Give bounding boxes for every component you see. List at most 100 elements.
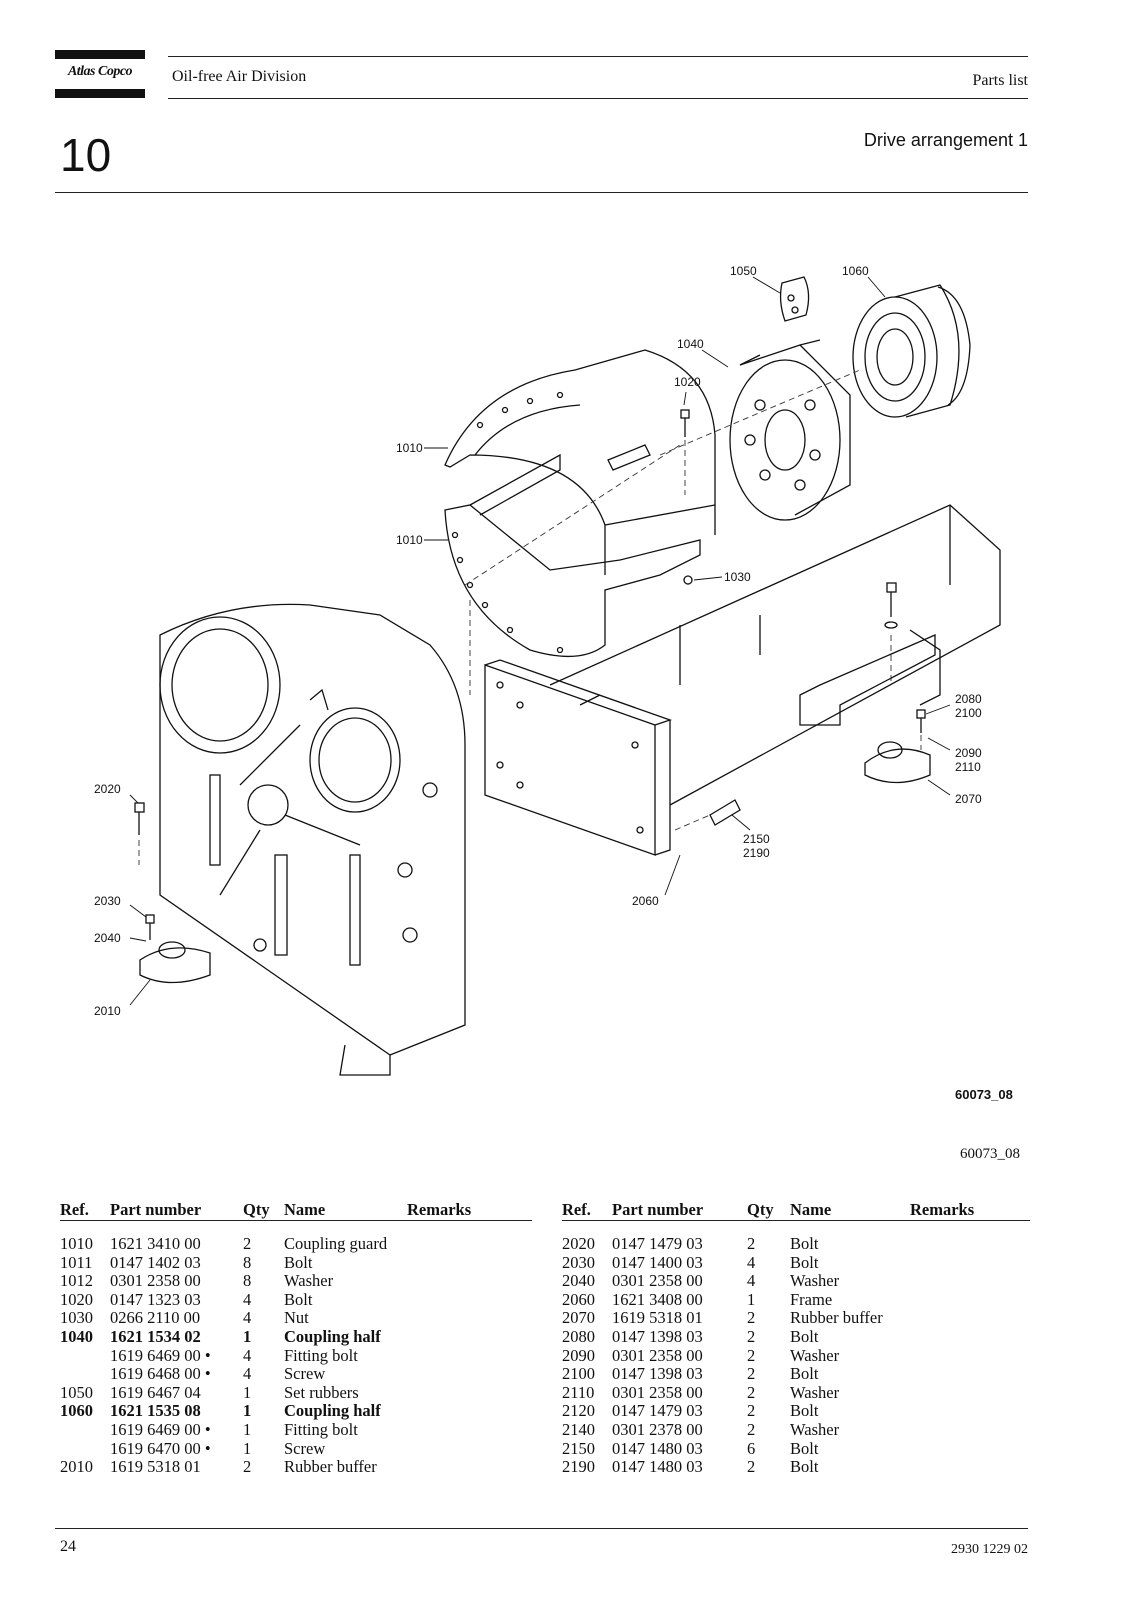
table-gap <box>60 1221 532 1236</box>
cell-part-number: 0301 2358 00 <box>110 1271 201 1291</box>
cell-qty: 1 <box>747 1289 756 1309</box>
cell-remarks <box>407 1328 532 1347</box>
cell-remarks <box>910 1254 1030 1273</box>
cell-qty: 2 <box>747 1326 756 1346</box>
logo-text: Atlas Copco <box>67 64 133 79</box>
table-gap <box>562 1221 1030 1236</box>
cell-qty: 4 <box>243 1364 252 1384</box>
col-part-number: Part number <box>110 1196 243 1221</box>
cell-name: Coupling guard <box>284 1234 388 1253</box>
cell-remarks <box>407 1347 532 1366</box>
gear-casing <box>159 603 466 1076</box>
cell-qty: 2 <box>747 1345 756 1365</box>
cell-ref: 1060 <box>60 1401 93 1421</box>
col-qty: Qty <box>243 1196 284 1221</box>
cell-qty: 2 <box>747 1457 756 1477</box>
cell-part-number: 0147 1480 03 <box>612 1438 703 1458</box>
drawing-number: 60073_08 <box>955 1087 1013 1102</box>
cell-name: Fitting bolt <box>284 1345 358 1365</box>
cell-part-number: 1619 5318 01 <box>612 1308 703 1328</box>
callout-2150: 2150 <box>743 832 770 846</box>
cell-qty: 2 <box>243 1457 252 1477</box>
exploded-parts-drawing: 1050 1060 1040 1020 1010 1010 1030 2080 … <box>94 264 1001 1076</box>
cell-remarks <box>407 1254 532 1273</box>
col-part-number: Part number <box>612 1196 747 1221</box>
cell-qty: 1 <box>243 1401 252 1421</box>
cell-qty: 2 <box>747 1364 756 1384</box>
callout-2090: 2090 <box>955 746 982 760</box>
cell-name: Nut <box>284 1308 309 1328</box>
cell-remarks <box>407 1235 532 1254</box>
callout-2070: 2070 <box>955 792 982 806</box>
chapter-number: 10 <box>60 129 112 181</box>
header-rule-bottom <box>168 98 1028 99</box>
cell-name: Bolt <box>790 1252 819 1272</box>
cell-remarks <box>407 1365 532 1384</box>
cell-name: Coupling half <box>284 1401 381 1421</box>
division-name: Oil-free Air Division <box>172 68 307 85</box>
cell-qty: 4 <box>243 1345 252 1365</box>
cell-name: Bolt <box>790 1326 819 1346</box>
cell-qty: 4 <box>243 1289 252 1309</box>
cell-ref: 1040 <box>60 1326 93 1346</box>
rubber-buffer-2010 <box>139 941 211 984</box>
cell-remarks <box>407 1309 532 1328</box>
cell-name: Coupling half <box>284 1326 381 1346</box>
table-row: 1040 1621 1534 02 1 Coupling half <box>60 1326 532 1347</box>
cell-part-number: 1619 6468 00 • <box>110 1364 211 1384</box>
callout-2010: 2010 <box>94 1004 121 1018</box>
callout-1050: 1050 <box>730 264 757 278</box>
bolt-2100 <box>916 709 926 733</box>
cell-qty: 4 <box>243 1308 252 1328</box>
cell-part-number: 1621 1534 02 <box>110 1326 201 1346</box>
cell-qty: 4 <box>747 1252 756 1272</box>
cell-qty: 1 <box>243 1419 252 1439</box>
logo-bar-top <box>55 50 145 59</box>
cell-qty: 4 <box>747 1271 756 1291</box>
cell-qty: 1 <box>243 1326 252 1346</box>
title-rule <box>55 192 1028 193</box>
cell-name: Washer <box>284 1271 334 1291</box>
bolt-1011 <box>607 444 651 471</box>
cell-qty: 1 <box>243 1382 252 1402</box>
bolt-2080 <box>884 582 898 629</box>
cell-remarks <box>910 1235 1030 1254</box>
cell-part-number: 1621 3410 00 <box>110 1234 201 1253</box>
cell-ref: 1030 <box>60 1308 93 1328</box>
cell-ref: 1011 <box>60 1252 93 1272</box>
cell-qty: 8 <box>243 1252 252 1272</box>
cell-part-number: 0301 2358 00 <box>612 1382 703 1402</box>
cell-part-number: 0266 2110 00 <box>110 1308 201 1328</box>
callout-2190: 2190 <box>743 846 770 860</box>
cell-ref: 2100 <box>562 1364 595 1384</box>
coupling-guard-lower <box>444 453 701 658</box>
cell-name: Screw <box>284 1364 326 1384</box>
col-remarks: Remarks <box>407 1196 532 1221</box>
cell-name: Washer <box>790 1345 840 1365</box>
bolt-2020 <box>134 802 145 835</box>
cell-part-number: 1619 6467 04 <box>110 1382 201 1402</box>
cell-remarks <box>407 1272 532 1291</box>
cell-remarks <box>407 1421 532 1440</box>
rubber-buffer-2070 <box>864 741 931 784</box>
cell-part-number: 0147 1402 03 <box>110 1252 201 1272</box>
cell-name: Bolt <box>790 1364 819 1384</box>
cell-remarks <box>407 1402 532 1421</box>
cell-name: Rubber buffer <box>790 1308 883 1328</box>
cell-remarks <box>910 1291 1030 1310</box>
cell-remarks <box>910 1347 1030 1366</box>
cell-ref: 2150 <box>562 1438 595 1458</box>
callout-2080: 2080 <box>955 692 982 706</box>
cell-ref: 2020 <box>562 1234 595 1253</box>
